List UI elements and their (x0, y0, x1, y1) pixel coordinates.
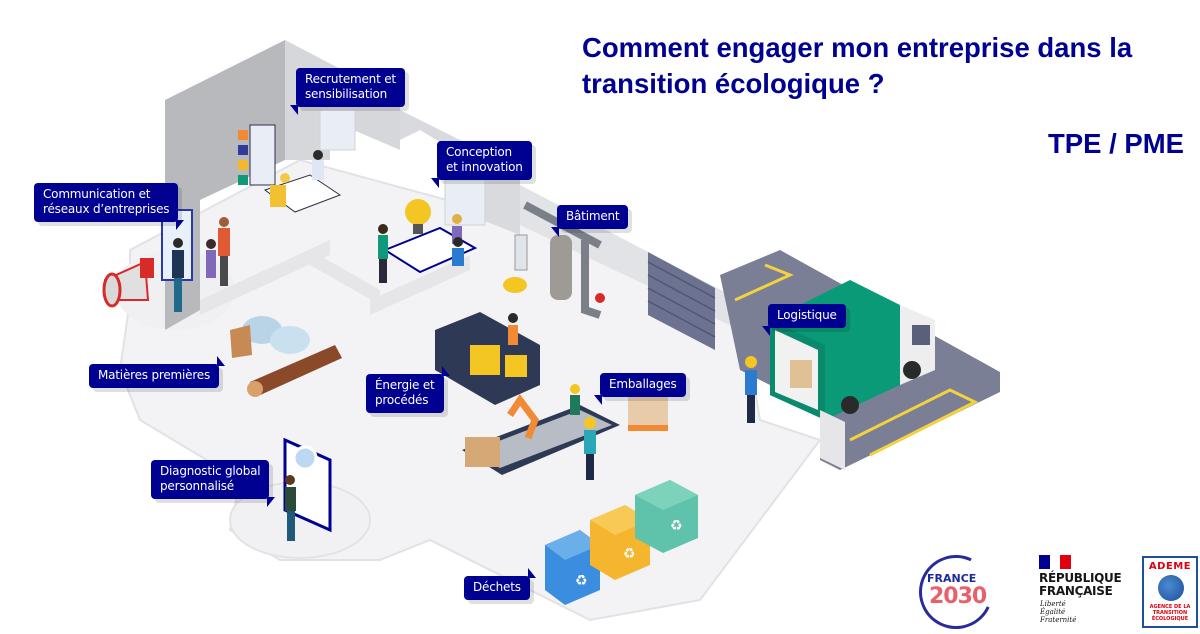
rf-name: RÉPUBLIQUE FRANÇAISE (1039, 571, 1122, 598)
window-conception (444, 179, 486, 226)
callout-batiment[interactable]: Bâtiment (550, 205, 629, 237)
callout-dechets[interactable]: Déchets (464, 568, 536, 600)
rf-motto: Liberté Égalité Fraternité (1040, 600, 1076, 624)
page-title: Comment engager mon entreprise dans la t… (582, 32, 1133, 99)
person-comm-3 (218, 228, 230, 256)
person-comm-1 (172, 250, 184, 278)
callout-diagnostic[interactable]: Diagnostic global personnalisé (151, 460, 276, 507)
water-heater (550, 235, 572, 300)
ademe-sub-line: TRANSITION (1152, 610, 1188, 616)
lightbulb-icon (405, 199, 431, 225)
rf-name-line1: RÉPUBLIQUE (1039, 571, 1122, 585)
page-subtitle: TPE / PME (1048, 128, 1184, 159)
wall-conception (400, 110, 520, 235)
recrutement-screen (249, 124, 276, 186)
callout-emballages[interactable]: Emballages (594, 373, 686, 405)
person-diagnostic (285, 487, 296, 511)
rf-motto-line: Égalité (1040, 608, 1066, 616)
callout-text: Emballages (609, 377, 677, 391)
pallet (628, 395, 668, 425)
callout-conception[interactable]: Conception et innovation (431, 141, 532, 188)
callout-text: réseaux d’entreprises (43, 202, 170, 216)
callout-energie[interactable]: Énergie et procédés (366, 366, 450, 413)
person-logistique (745, 370, 757, 395)
callout-text: procédés (375, 393, 429, 407)
person-conception-1 (378, 235, 388, 259)
svg-text:♻: ♻ (575, 573, 588, 589)
callout-communication[interactable]: Communication et réseaux d’entreprises (34, 183, 185, 230)
ademe-sub-line: ÉCOLOGIQUE (1151, 616, 1189, 622)
callout-matieres[interactable]: Matières premières (89, 356, 226, 388)
callout-text: et innovation (446, 160, 523, 174)
steel-coil-2 (270, 326, 310, 354)
ademe-sub-line: AGENCE DE LA (1149, 604, 1191, 610)
bin-blue: ♻ (545, 530, 600, 605)
person-emballages-1 (570, 395, 580, 415)
rf-name-line2: FRANÇAISE (1039, 584, 1113, 598)
callout-recrutement[interactable]: Recrutement et sensibilisation (290, 68, 405, 115)
road-line-1 (734, 263, 794, 302)
ademe-name: ADEME (1148, 561, 1192, 572)
garage-door (648, 252, 715, 350)
france-2030-label: FRANCE (927, 572, 977, 585)
callout-text: Diagnostic global (160, 464, 261, 478)
callout-text: Déchets (473, 580, 521, 594)
callout-text: Logistique (777, 308, 837, 322)
partition-3 (370, 255, 470, 315)
logs (250, 345, 342, 396)
wall-recrutement-back (165, 40, 285, 330)
svg-text:♻: ♻ (670, 518, 683, 534)
france-2030-logo: FRANCE 2030 (908, 544, 1004, 634)
ademe-subtitle: AGENCE DE LA TRANSITION ÉCOLOGIQUE (1144, 604, 1196, 622)
person-conception-2 (452, 226, 462, 244)
france-2030-year: 2030 (929, 584, 987, 609)
sacks (230, 325, 252, 358)
callout-text: Énergie et (375, 378, 435, 392)
callout-text: personnalisé (160, 479, 234, 493)
rf-motto-line: Liberté (1040, 600, 1066, 608)
window-recrutement (319, 109, 356, 151)
person-comm-2 (206, 250, 216, 278)
partner-logos: FRANCE 2030 RÉPUBLIQUE FRANÇAISE Liberté… (908, 544, 1200, 634)
robot-arm (507, 393, 539, 440)
person-conception-3 (452, 248, 464, 266)
partition-1 (200, 240, 330, 315)
cardboard-stack (465, 437, 500, 467)
callout-text: Matières premières (98, 368, 211, 382)
magnifier-icon (292, 445, 318, 471)
callout-text: Bâtiment (566, 209, 620, 223)
callout-text: sensibilisation (305, 87, 388, 101)
person-energie (508, 325, 518, 345)
callout-text: Recrutement et (305, 72, 396, 86)
truck-wheel (903, 361, 921, 379)
globe-icon (1158, 575, 1184, 601)
person-emballages-2 (584, 430, 596, 454)
rf-motto-line: Fraternité (1040, 616, 1077, 624)
callout-text: Communication et (43, 187, 151, 201)
republique-francaise-logo: RÉPUBLIQUE FRANÇAISE Liberté Égalité Fra… (1035, 555, 1145, 633)
svg-text:♻: ♻ (623, 546, 636, 562)
ademe-logo: ADEME AGENCE DE LA TRANSITION ÉCOLOGIQUE (1142, 556, 1198, 628)
road-line-2 (849, 388, 979, 457)
callout-logistique[interactable]: Logistique (762, 304, 846, 336)
callout-text: Conception (446, 145, 512, 159)
partition-2 (310, 250, 380, 305)
french-flag-icon (1039, 555, 1072, 569)
bin-green: ♻ (635, 480, 698, 553)
